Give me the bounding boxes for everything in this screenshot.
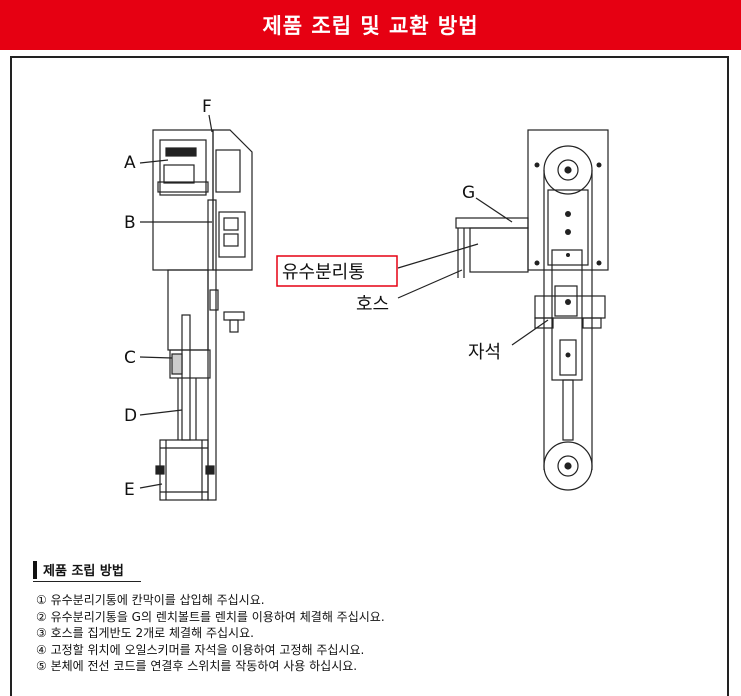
- assembly-diagram: A B C D E F G 유수분리통 호스 자석: [124, 97, 609, 501]
- label-b: B: [124, 213, 136, 233]
- label-a: A: [124, 153, 136, 173]
- label-c: C: [124, 348, 136, 368]
- label-hose: 호스: [356, 294, 389, 315]
- label-magnet: 자석: [468, 342, 501, 363]
- section-marker: [33, 560, 37, 579]
- separator-highlight-box: [276, 255, 398, 287]
- right-device-front-view: [455, 129, 609, 491]
- list-item: ⑤ 본체에 전선 코드를 연결후 스위치를 작동하여 사용 하십시요.: [36, 659, 358, 673]
- list-item: ③ 호스를 집게반도 2개로 체결해 주십시요.: [36, 626, 254, 640]
- list-item: ② 유수분리기통을 G의 렌치볼트를 렌치를 이용하여 체결해 주십시요.: [36, 609, 385, 624]
- assembly-section-header: 제품 조립 방법: [33, 560, 141, 582]
- list-item: ① 유수분리기통에 칸막이를 삽입해 주십시요.: [36, 593, 265, 607]
- title-banner: 제품 조립 및 교환 방법: [0, 0, 741, 50]
- assembly-steps: ① 유수분리기통에 칸막이를 삽입해 주십시요. ② 유수분리기통을 G의 렌치…: [36, 592, 385, 675]
- label-e: E: [124, 480, 135, 500]
- content-frame: [10, 56, 729, 696]
- label-separator: 유수분리통: [282, 262, 365, 283]
- list-item: ④ 고정할 위치에 오일스키머를 자석을 이용하여 고정해 주십시요.: [36, 642, 365, 657]
- label-g: G: [462, 183, 475, 203]
- assembly-section: 제품 조립 방법: [33, 560, 141, 582]
- label-f: F: [202, 97, 212, 117]
- label-d: D: [124, 406, 137, 426]
- left-device-side-view: [152, 129, 253, 501]
- assembly-title: 제품 조립 방법: [43, 564, 124, 579]
- page-title: 제품 조립 및 교환 방법: [262, 14, 479, 38]
